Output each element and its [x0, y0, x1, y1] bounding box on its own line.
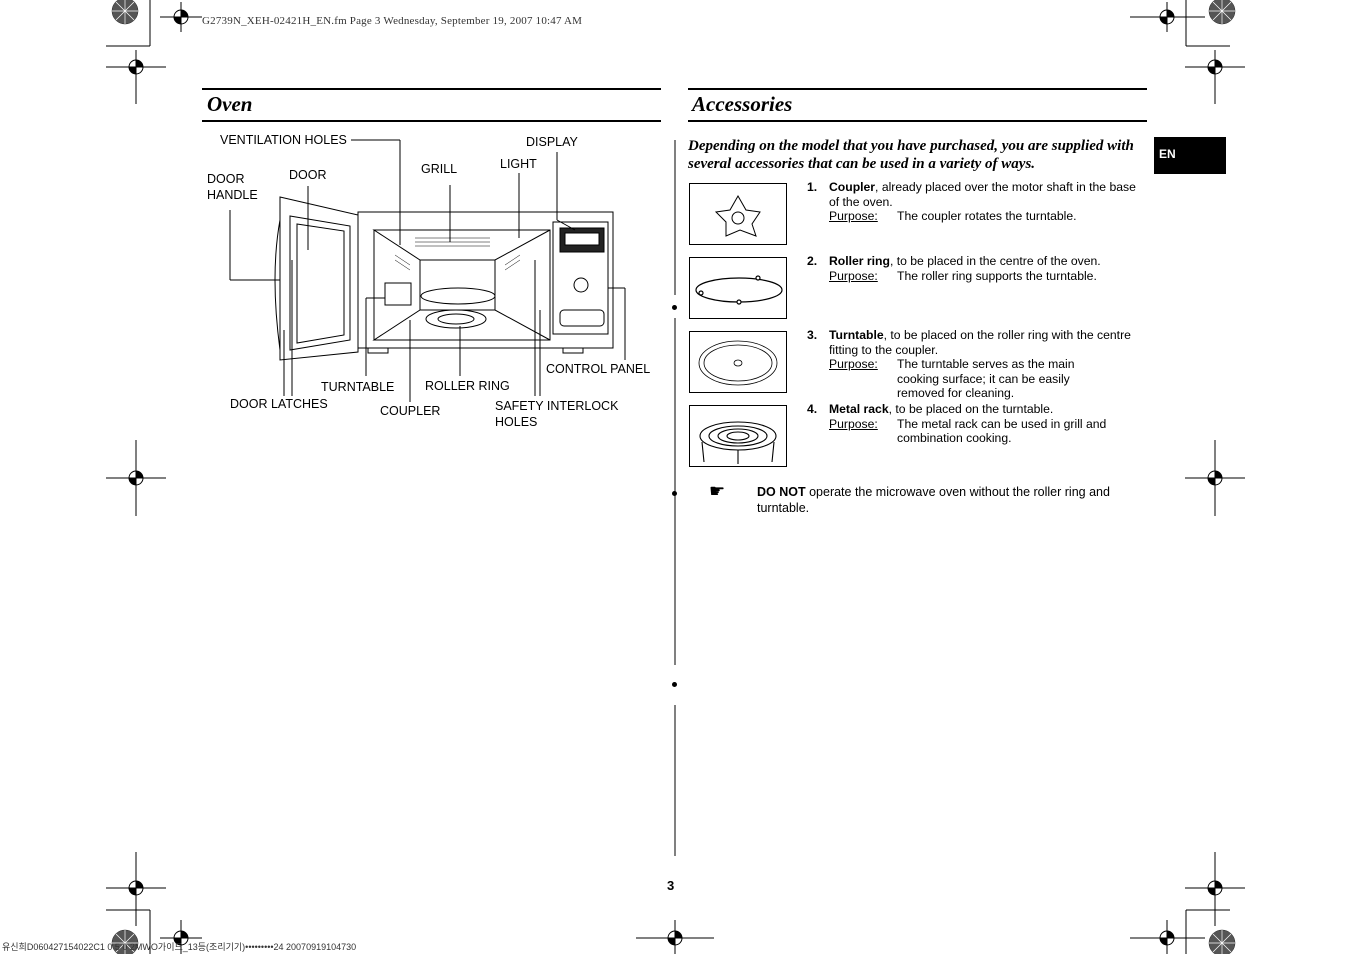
turntable-icon — [698, 340, 778, 386]
label-roller-ring: ROLLER RING — [425, 379, 510, 393]
accessory-item: 3. Turntable, to be placed on the roller… — [807, 328, 1147, 401]
label-door-handle-line1: DOOR — [207, 172, 245, 186]
item-number: 4. — [807, 402, 818, 416]
item-description: , to be placed in the centre of the oven… — [889, 254, 1101, 268]
metal-rack-icon — [699, 421, 777, 464]
item-name: Turntable — [829, 328, 884, 342]
metal-rack-image — [689, 405, 787, 467]
coupler-icon — [714, 194, 761, 237]
margin-dot — [672, 305, 677, 310]
purpose-text: The coupler rotates the turntable. — [897, 209, 1077, 223]
print-info-footer: 유신희D060427154022C1 0 5 0 2MWO가이드_13등(조리기… — [2, 942, 357, 952]
item-number: 3. — [807, 328, 818, 342]
purpose-label: Purpose: — [829, 209, 878, 223]
accessory-item: 2. Roller ring, to be placed in the cent… — [807, 254, 1147, 283]
item-number: 2. — [807, 254, 818, 268]
label-display: DISPLAY — [526, 135, 578, 149]
margin-dot — [672, 491, 677, 496]
margin-dot — [672, 682, 677, 687]
warning-text: operate the microwave oven without the r… — [757, 485, 1110, 515]
item-name: Metal rack — [829, 402, 889, 416]
accessories-title: Accessories — [692, 92, 793, 116]
oven-title-rule-bottom — [202, 120, 661, 122]
roller-ring-icon — [695, 275, 783, 305]
purpose-text: The turntable serves as the main cooking… — [897, 357, 1075, 400]
label-ventilation-holes: VENTILATION HOLES — [220, 133, 347, 147]
warning-note: ☛ DO NOT operate the microwave oven with… — [709, 481, 1149, 516]
item-description: , already placed over the motor shaft in… — [829, 180, 1136, 209]
turntable-image — [689, 331, 787, 393]
label-grill: GRILL — [421, 162, 458, 176]
purpose-label: Purpose: — [829, 268, 878, 283]
oven-title-rule-top — [202, 88, 661, 90]
purpose-label: Purpose: — [829, 416, 878, 431]
accessories-title-rule-top — [688, 88, 1147, 90]
label-door: DOOR — [289, 168, 327, 182]
label-door-handle-line2: HANDLE — [207, 188, 258, 202]
roller-ring-image — [689, 257, 787, 319]
purpose-label: Purpose: — [829, 357, 878, 371]
page-number: 3 — [667, 878, 675, 893]
label-light: LIGHT — [500, 157, 537, 171]
label-safety-interlock-line1: SAFETY INTERLOCK — [495, 399, 619, 413]
accessory-item: 1. Coupler, already placed over the moto… — [807, 180, 1147, 224]
label-control-panel: CONTROL PANEL — [546, 362, 651, 376]
coupler-image — [689, 183, 787, 245]
pointing-hand-icon: ☛ — [709, 481, 726, 501]
item-description: , to be placed on the roller ring with t… — [829, 328, 1131, 357]
accessories-title-rule-bottom — [688, 120, 1147, 122]
accessories-intro: Depending on the model that you have pur… — [688, 138, 1134, 172]
item-name: Coupler — [829, 180, 876, 194]
warning-bold: DO NOT — [757, 485, 806, 499]
label-coupler: COUPLER — [380, 404, 441, 418]
label-safety-interlock-line2: HOLES — [495, 415, 538, 429]
item-description: , to be placed on the turntable. — [888, 402, 1054, 416]
oven-title: Oven — [207, 92, 253, 116]
item-name: Roller ring — [829, 254, 890, 268]
purpose-text: The roller ring supports the turntable. — [897, 268, 1097, 283]
label-door-latches: DOOR LATCHES — [230, 397, 328, 411]
label-turntable: TURNTABLE — [321, 380, 395, 394]
item-number: 1. — [807, 180, 818, 194]
accessory-item: 4. Metal rack, to be placed on the turnt… — [807, 402, 1147, 446]
oven-diagram — [229, 139, 626, 402]
language-tab: EN — [1154, 137, 1226, 174]
file-info-header: G2739N_XEH-02421H_EN.fm Page 3 Wednesday… — [202, 15, 583, 27]
purpose-text: The metal rack can be used in grill and … — [897, 416, 1107, 446]
